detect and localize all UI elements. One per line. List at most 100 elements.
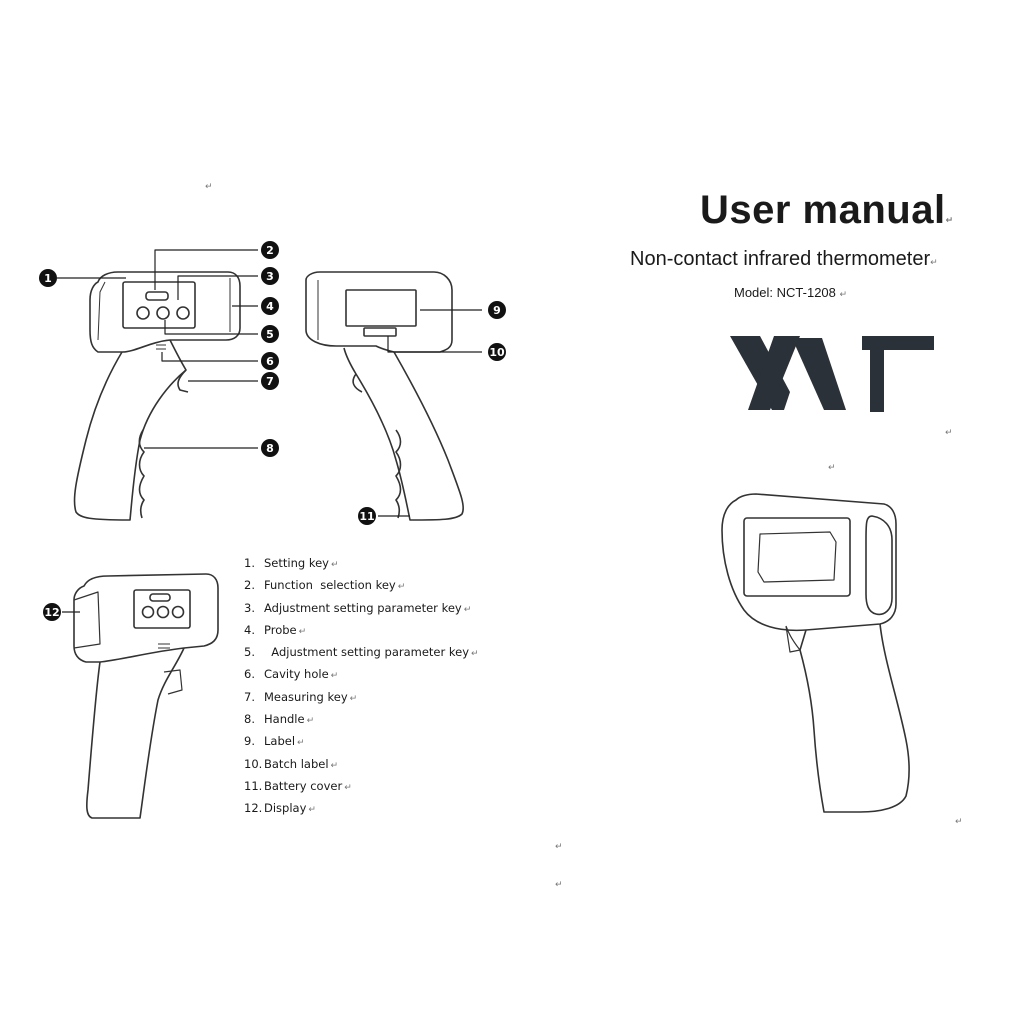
callout-circle (261, 372, 279, 390)
callout-number: 11 (359, 510, 374, 523)
callout-5: 5 (261, 325, 279, 343)
part-list-item: 6. Cavity hole↵ (244, 664, 479, 686)
callout-11: 11 (358, 507, 376, 525)
part-number: 7. (244, 689, 255, 704)
callout-number: 7 (266, 375, 274, 388)
part-number: 3. (244, 600, 255, 615)
callout-number: 6 (266, 355, 274, 368)
paragraph-mark: ↵ (205, 182, 213, 192)
paragraph-mark: ↵ (297, 738, 305, 749)
paragraph-mark: ↵ (330, 560, 339, 570)
paragraph-mark: ↵ (397, 582, 406, 593)
callout-number: 1 (44, 272, 52, 285)
callout-circle (358, 507, 376, 525)
part-number: 1. (244, 556, 255, 570)
part-list-item: 7. Measuring key↵ (244, 687, 479, 709)
callout-circle (261, 267, 279, 285)
part-label: Handle (264, 712, 305, 727)
part-list-item: 4.Probe↵ (244, 620, 479, 642)
callout-circle (39, 269, 57, 287)
manual-title: User manual↵ (700, 188, 954, 232)
callout-1: 1 (39, 269, 57, 287)
thermometer-back-view (305, 271, 464, 521)
part-label: Cavity hole (264, 667, 329, 682)
thermometer-angled-view (73, 573, 219, 819)
paragraph-mark: ↵ (463, 604, 472, 615)
part-list-item: 9. Label↵ (244, 731, 479, 753)
paragraph-mark: ↵ (330, 671, 339, 682)
callout-circle (261, 439, 279, 457)
callout-number: 8 (266, 442, 274, 455)
part-label: Label (264, 734, 296, 749)
model-number: Model: NCT-1208 ↵ (734, 285, 848, 300)
part-number: 2. (244, 578, 255, 593)
part-list-item: 5. Adjustment setting parameter key↵ (244, 642, 479, 664)
thermometer-cover-illustration (721, 493, 910, 813)
part-number: 11. (244, 778, 263, 793)
callout-7: 7 (261, 372, 279, 390)
part-number: 4. (244, 622, 255, 637)
callout-number: 10 (489, 346, 505, 359)
part-number: 5. (244, 645, 255, 660)
callout-8: 8 (261, 439, 279, 457)
part-number: 6. (244, 667, 255, 682)
callout-circle (261, 352, 279, 370)
part-list-item: 2. Function selection key↵ (244, 575, 479, 597)
callout-number: 2 (266, 244, 274, 257)
part-number: 8. (244, 712, 255, 727)
part-list-item: 1. Setting key↵ (244, 553, 479, 575)
part-label: Adjustment setting parameter key (264, 600, 462, 615)
paragraph-mark: ↵ (555, 842, 563, 852)
callout-circle (488, 343, 506, 361)
leader-lines (57, 249, 482, 613)
paragraph-mark: ↵ (828, 463, 836, 473)
callout-10: 10 (488, 343, 506, 361)
part-label: Setting key (264, 556, 329, 570)
paragraph-mark: ↵ (955, 817, 963, 827)
part-list-item: 3. Adjustment setting parameter key↵ (244, 598, 479, 620)
part-list-item: 10.Batch label↵ (244, 754, 479, 776)
part-label: Battery cover (264, 778, 343, 793)
paragraph-mark: ↵ (330, 760, 339, 771)
part-number: 10. (244, 756, 263, 771)
part-list-item: 12.Display↵ (244, 798, 479, 820)
part-list-item: 11.Battery cover↵ (244, 776, 479, 798)
wt-logo (730, 336, 934, 412)
callout-2: 2 (261, 241, 279, 259)
callout-6: 6 (261, 352, 279, 370)
part-label: Measuring key (264, 689, 348, 704)
paragraph-mark: ↵ (945, 428, 953, 438)
callout-number: 12 (44, 606, 59, 619)
paragraph-mark: ↵ (471, 649, 479, 660)
paragraph-mark: ↵ (308, 805, 316, 816)
callout-number: 4 (266, 300, 274, 313)
callout-circle (43, 603, 61, 621)
manual-subtitle: Non-contact infrared thermometer↵ (630, 248, 938, 270)
callout-circle (261, 241, 279, 259)
part-label: Adjustment setting parameter key (264, 645, 470, 660)
part-number: 9. (244, 734, 255, 749)
callout-9: 9 (488, 301, 506, 319)
part-label: Probe (264, 622, 297, 637)
callout-number: 3 (266, 270, 274, 283)
part-label: Display (264, 801, 307, 816)
callout-number: 9 (493, 304, 501, 317)
callout-circle (261, 297, 279, 315)
callout-12: 12 (43, 603, 61, 621)
callout-circle (261, 325, 279, 343)
thermometer-front-view (73, 271, 241, 521)
parts-list: 1.Setting key↵2.Function selection key↵3… (244, 553, 479, 821)
part-number: 12. (244, 801, 263, 816)
part-label: Batch label (264, 756, 329, 771)
paragraph-mark: ↵ (349, 693, 358, 704)
callout-3: 3 (261, 267, 279, 285)
callout-circle (488, 301, 506, 319)
paragraph-mark: ↵ (306, 716, 315, 727)
part-list-item: 8. Handle↵ (244, 709, 479, 731)
callout-number: 5 (266, 328, 274, 341)
paragraph-mark: ↵ (555, 880, 563, 890)
part-label: Function selection key (264, 578, 396, 593)
callout-4: 4 (261, 297, 279, 315)
